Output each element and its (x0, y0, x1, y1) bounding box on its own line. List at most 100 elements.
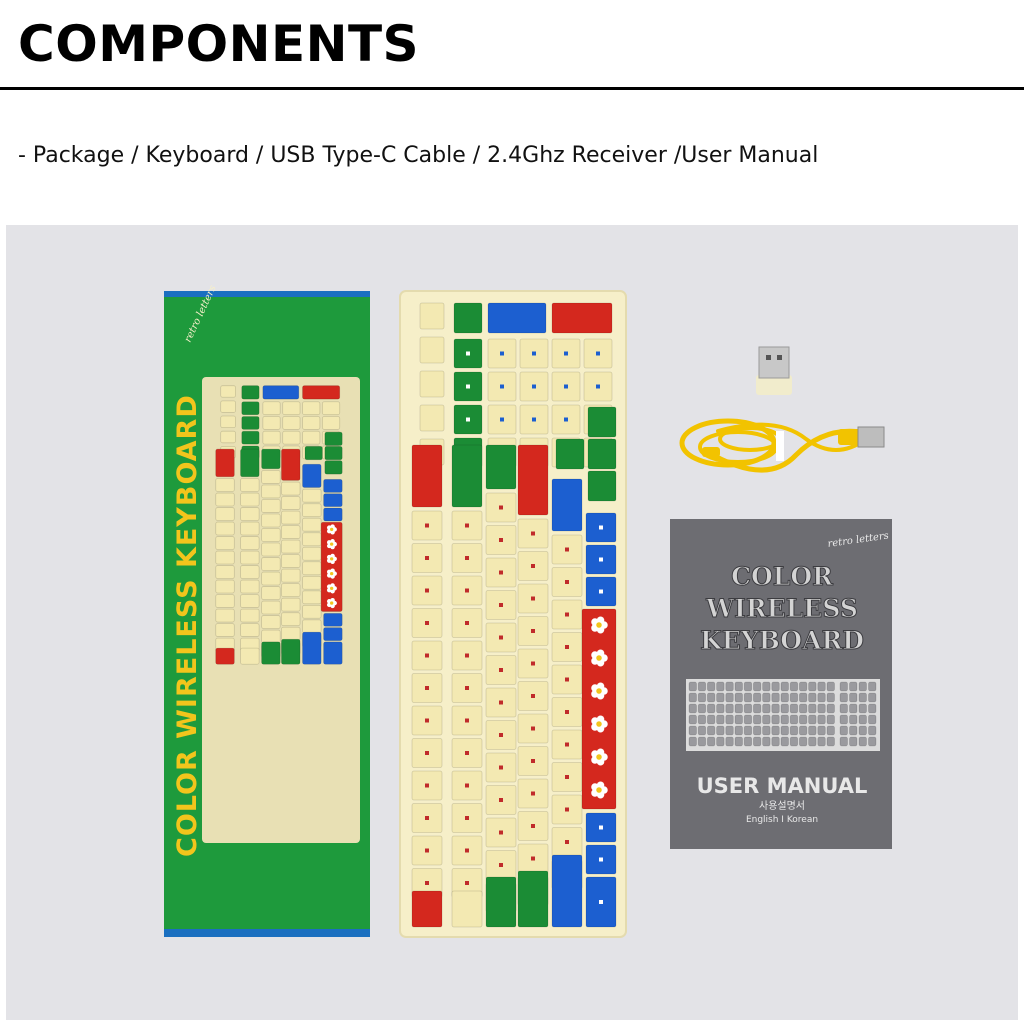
manual-diagram-key (771, 692, 780, 703)
keycap (411, 444, 443, 508)
manual-diagram-key (858, 681, 867, 692)
key-legend (425, 783, 429, 788)
manual-diagram-key (697, 692, 707, 703)
mini-keycap (302, 619, 322, 634)
mini-keycap (324, 431, 343, 446)
manual-diagram-key (716, 703, 725, 714)
manual-diagram-key (808, 725, 817, 736)
key-legend (531, 629, 535, 633)
mini-keycap (281, 638, 301, 665)
flower-center (330, 527, 334, 532)
flower-center (596, 688, 602, 694)
manual-diagram-key (743, 714, 753, 725)
manual-diagram-key (799, 692, 808, 703)
manual-diagram-key (849, 681, 858, 692)
mini-keycap (215, 448, 235, 478)
manual-diagram-key (817, 703, 826, 714)
mini-keycap (241, 416, 260, 430)
keycap (485, 444, 517, 490)
key-legend (425, 653, 429, 658)
key-legend (465, 686, 469, 690)
mini-keycap (241, 385, 260, 400)
manual-diagram-key (808, 681, 817, 692)
mini-keycap (261, 484, 281, 499)
mini-keycap (215, 507, 235, 521)
manual-diagram-key (817, 681, 826, 692)
mini-keycap (261, 615, 281, 629)
manual-diagram-key (762, 736, 771, 747)
key-legend (499, 863, 503, 867)
user-manual: retro letters COLOR WIRELESS KEYBOARD US… (670, 519, 892, 849)
key-legend (425, 686, 429, 690)
manual-diagram-key (688, 692, 697, 703)
manual-diagram-key (716, 736, 725, 747)
manual-title-line1: COLOR (731, 562, 833, 591)
manual-diagram-key (707, 725, 716, 736)
flower-center (596, 655, 602, 661)
mini-keycap (215, 521, 235, 536)
mini-keycap (241, 401, 260, 416)
flower-petal (330, 583, 335, 588)
mini-keycap (281, 554, 301, 568)
mini-keycap (282, 401, 301, 416)
mini-keycap (323, 493, 343, 508)
mini-keycap (302, 604, 322, 619)
mini-keycap (323, 612, 343, 627)
manual-diagram-key (858, 725, 867, 736)
mini-keycap (281, 568, 301, 583)
key-legend (565, 840, 569, 844)
manual-diagram-key (734, 714, 743, 725)
key-legend (425, 718, 429, 723)
flower-petal (596, 715, 605, 723)
manual-diagram-key (780, 703, 789, 714)
mini-keycap (320, 521, 343, 612)
manual-diagram-key (868, 736, 877, 747)
mini-keycap (323, 507, 343, 522)
components-illustration: COLOR WIRELESS KEYBOARD retro letters (164, 284, 892, 938)
manual-diagram-key (839, 714, 848, 725)
key-legend (565, 775, 569, 779)
mini-keycap (321, 416, 341, 430)
keycap (581, 608, 617, 810)
key-legend (425, 523, 429, 528)
mini-keycap (281, 496, 301, 510)
manual-diagram-key (707, 736, 716, 747)
manual-languages: English I Korean (746, 815, 818, 825)
mini-keycap (240, 594, 260, 608)
manual-diagram-key (808, 736, 817, 747)
manual-diagram-key (697, 725, 707, 736)
key-legend (465, 523, 469, 528)
mini-keycap (281, 448, 301, 481)
manual-diagram-key (734, 736, 743, 747)
mini-keycap (302, 590, 322, 605)
key-legend (599, 900, 603, 904)
manual-diagram-key (799, 703, 808, 714)
mini-keycap (324, 445, 343, 461)
manual-diagram-key (707, 681, 716, 692)
flower-center (596, 754, 602, 760)
key-legend (532, 417, 536, 422)
product-photo: COLOR WIRELESS KEYBOARD retro letters (6, 225, 1018, 1020)
manual-diagram-key (826, 681, 835, 692)
keycap (419, 336, 445, 364)
manual-diagram-key (780, 714, 789, 725)
manual-diagram-key (734, 703, 743, 714)
flower-petal (596, 682, 605, 690)
key-legend (531, 596, 535, 601)
manual-diagram-key (849, 714, 858, 725)
mini-keycap (215, 608, 235, 623)
manual-diagram-key (868, 681, 877, 692)
manual-diagram-key (743, 681, 753, 692)
mini-keycap (215, 647, 235, 665)
key-legend (465, 556, 469, 560)
manual-diagram-key (868, 725, 877, 736)
manual-diagram-key (725, 692, 734, 703)
manual-diagram-key (817, 692, 826, 703)
manual-diagram-key (707, 714, 716, 725)
mini-keycap (321, 401, 341, 416)
manual-diagram-key (789, 736, 799, 747)
manual-diagram-key (839, 703, 848, 714)
key-legend (564, 384, 568, 389)
mini-keycap (302, 575, 322, 590)
manual-diagram-key (725, 714, 734, 725)
